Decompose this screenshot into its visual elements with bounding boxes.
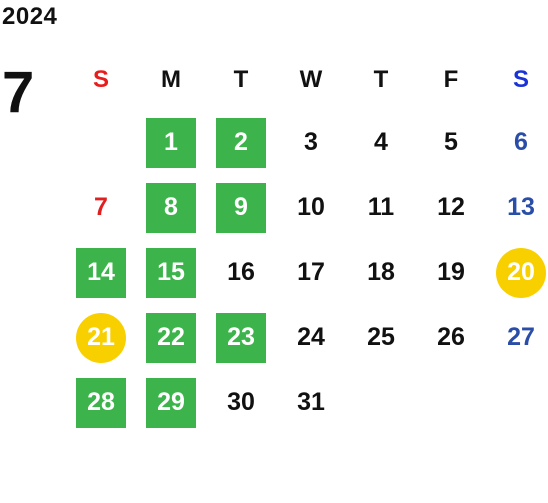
day-cell[interactable]: 18 xyxy=(346,240,416,305)
day-cell-highlighted[interactable]: 8 xyxy=(136,175,206,240)
day-cell xyxy=(346,370,416,435)
day-cell-highlighted[interactable]: 22 xyxy=(136,305,206,370)
day-number: 30 xyxy=(227,388,255,416)
day-cell[interactable]: 13 xyxy=(486,175,548,240)
day-number: 17 xyxy=(297,258,325,286)
day-cell-highlighted[interactable]: 15 xyxy=(136,240,206,305)
day-number: 2 xyxy=(216,117,266,168)
weekday-mon: M xyxy=(161,66,181,93)
day-number: 29 xyxy=(146,377,196,428)
day-number: 10 xyxy=(297,193,325,221)
day-number: 9 xyxy=(216,182,266,233)
weekday-thu: T xyxy=(373,66,389,93)
day-cell[interactable]: 4 xyxy=(346,110,416,175)
day-number: 20 xyxy=(496,247,546,298)
day-cell[interactable]: 12 xyxy=(416,175,486,240)
day-number: 5 xyxy=(444,128,458,156)
day-number: 18 xyxy=(367,258,395,286)
year-label: 2024 xyxy=(2,3,58,30)
day-cell[interactable]: 6 xyxy=(486,110,548,175)
day-cell-highlighted[interactable]: 9 xyxy=(206,175,276,240)
day-cell[interactable]: 10 xyxy=(276,175,346,240)
day-cell[interactable]: 5 xyxy=(416,110,486,175)
day-cell[interactable]: 3 xyxy=(276,110,346,175)
day-cell[interactable]: 11 xyxy=(346,175,416,240)
day-cell[interactable]: 7 xyxy=(66,175,136,240)
day-cell[interactable]: 30 xyxy=(206,370,276,435)
weekday-tue: T xyxy=(233,66,249,93)
day-cell-highlighted[interactable]: 29 xyxy=(136,370,206,435)
day-number xyxy=(426,378,476,428)
day-cell-highlighted[interactable]: 1 xyxy=(136,110,206,175)
day-cell[interactable]: 16 xyxy=(206,240,276,305)
calendar-grid: S M T W T F S 1 2 3 4 5 6 7 8 9 10 11 12… xyxy=(66,50,548,435)
day-number: 4 xyxy=(374,128,388,156)
day-cell[interactable]: 27 xyxy=(486,305,548,370)
day-cell[interactable]: 31 xyxy=(276,370,346,435)
day-number: 16 xyxy=(227,258,255,286)
weekday-fri: F xyxy=(443,66,459,93)
day-number: 26 xyxy=(437,323,465,351)
day-cell[interactable]: 17 xyxy=(276,240,346,305)
month-number: 7 xyxy=(2,60,35,125)
day-number: 22 xyxy=(146,312,196,363)
day-cell[interactable]: 19 xyxy=(416,240,486,305)
day-cell-highlighted[interactable]: 23 xyxy=(206,305,276,370)
weekday-sun: S xyxy=(92,66,109,93)
day-number: 31 xyxy=(297,388,325,416)
weekday-sat: S xyxy=(512,66,529,93)
day-number: 25 xyxy=(367,323,395,351)
day-number xyxy=(496,378,546,428)
day-number: 19 xyxy=(437,258,465,286)
day-number: 28 xyxy=(76,377,126,428)
day-cell-highlighted[interactable]: 14 xyxy=(66,240,136,305)
day-number: 21 xyxy=(76,312,126,363)
day-number: 11 xyxy=(367,193,395,221)
day-cell xyxy=(416,370,486,435)
day-number: 1 xyxy=(146,117,196,168)
day-cell[interactable]: 24 xyxy=(276,305,346,370)
day-cell xyxy=(66,110,136,175)
day-number xyxy=(356,378,406,428)
day-cell[interactable]: 25 xyxy=(346,305,416,370)
day-number: 15 xyxy=(146,247,196,298)
day-number: 12 xyxy=(437,193,465,221)
day-number: 24 xyxy=(297,323,325,351)
day-cell-circled[interactable]: 21 xyxy=(66,305,136,370)
day-cell xyxy=(486,370,548,435)
day-cell[interactable]: 26 xyxy=(416,305,486,370)
day-cell-circled[interactable]: 20 xyxy=(486,240,548,305)
day-number: 8 xyxy=(146,182,196,233)
weekday-wed: W xyxy=(299,66,323,93)
day-number: 27 xyxy=(507,323,535,351)
day-number: 14 xyxy=(76,247,126,298)
day-number: 13 xyxy=(507,193,535,221)
day-number: 3 xyxy=(304,128,318,156)
day-number: 23 xyxy=(216,312,266,363)
day-cell-highlighted[interactable]: 28 xyxy=(66,370,136,435)
day-number: 7 xyxy=(94,193,108,221)
day-cell-highlighted[interactable]: 2 xyxy=(206,110,276,175)
day-number xyxy=(76,118,126,168)
day-number: 6 xyxy=(514,128,528,156)
